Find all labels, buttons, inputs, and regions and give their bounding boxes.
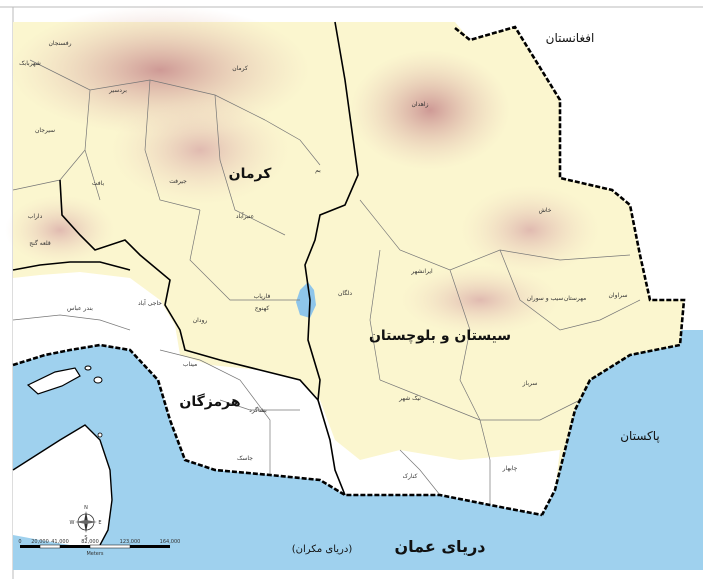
island-larak (84, 365, 92, 371)
border-fars-hormozgan (12, 261, 131, 271)
island-hormuz (93, 376, 103, 384)
city-khash: خاش (539, 207, 552, 214)
border-kerman-sistan (304, 21, 359, 496)
coastline-musandam (12, 424, 113, 546)
scale-tick-2: 41,000 (51, 539, 69, 545)
city-hajiabad: حاجی آباد (138, 298, 162, 307)
city-faryab: فاریاب (254, 293, 271, 300)
city-chabahar: چابهار (502, 465, 518, 472)
scale-tick-4: 123,000 (120, 539, 141, 545)
city-iranshahr: ایرانشهر (410, 268, 433, 275)
scale-tick-0: 0 (18, 539, 21, 545)
city-anbarabad: عنبرآباد (236, 211, 254, 220)
label-hormozgan-province: هرمزگان (179, 393, 240, 410)
label-kerman-province: کرمان (229, 166, 273, 182)
city-saravan: سراوان (609, 292, 628, 299)
city-labels: رفسنجان شهربابک بردسیر سیرجان بافت جیرفت… (19, 40, 627, 480)
city-kahnuj: کهنوج (255, 305, 270, 312)
scale-seg-2 (39, 544, 61, 549)
scale-tick-3: 82,000 (81, 539, 99, 545)
city-rudan: رودان (193, 317, 208, 324)
relief-sistan-north (350, 50, 510, 170)
city-baft: بافت (92, 180, 105, 187)
compass-rose: N S E W (70, 505, 102, 541)
lake-jazmurian (296, 282, 316, 318)
scale-seg-4 (89, 544, 131, 549)
city-nikshahr: نیک شهر (398, 395, 421, 402)
relief-kerman-center (110, 95, 290, 205)
label-pakistan: پاکستان (620, 429, 660, 443)
relief-sistan-south (400, 265, 560, 335)
scale-bar: 0 20,000 41,000 82,000 123,000 164,000 M… (18, 539, 180, 557)
label-sistan-province: سیستان و بلوچستان (369, 328, 511, 344)
land-coastal-belt (13, 272, 560, 515)
scale-unit: Meters (86, 551, 103, 557)
city-jiroft: جیرفت (169, 178, 187, 185)
city-jask: جاسک (237, 455, 253, 462)
city-qaleh-ganj: قلعه گنج (29, 239, 51, 247)
city-mehrestan: مهرستان (564, 295, 586, 302)
city-kerman: کرمان (232, 65, 248, 72)
label-sea-main: دریای عمان (395, 537, 486, 556)
island-qeshm (26, 367, 81, 395)
city-bandar-abbas: بندر عباس (67, 305, 93, 312)
city-bardsir: بردسیر (108, 87, 127, 94)
relief-sistan-east (460, 185, 600, 275)
city-shahrbabak: شهربابک (19, 60, 41, 67)
city-rafsanjan: رفسنجان (48, 40, 71, 47)
city-sirjan: سیرجان (35, 127, 55, 134)
compass-needle-h (75, 520, 97, 524)
scale-seg-5 (130, 545, 170, 548)
city-sarbaz: سرباز (522, 380, 538, 387)
city-delgan: دلگان (338, 289, 352, 297)
compass-s: S (84, 535, 87, 541)
province-borders (12, 21, 359, 496)
label-sea-sub: (دریای مکران) (292, 544, 353, 555)
city-konarak: کنارک (403, 472, 418, 480)
coastline (12, 343, 543, 517)
compass-e: E (98, 520, 101, 526)
county-borders (12, 59, 641, 505)
compass-n: N (84, 505, 88, 511)
scale-seg-3 (60, 545, 90, 548)
city-bam: بم (315, 167, 321, 174)
label-afghanistan: افغانستان (546, 31, 595, 45)
national-border (454, 25, 686, 516)
border-kerman-hormozgan (59, 179, 319, 401)
compass-w: W (70, 520, 75, 526)
city-minab: میناب (183, 361, 197, 368)
scale-seg-1 (20, 545, 40, 548)
island-small (97, 432, 103, 438)
scale-tick-5: 164,000 (160, 539, 181, 545)
city-zahedan: زاهدان (412, 101, 429, 108)
scale-tick-1: 20,000 (31, 539, 49, 545)
city-sib-suran: سیب و سوران (527, 295, 564, 302)
city-bashagard: بشاگرد (249, 406, 267, 414)
relief-west (5, 195, 115, 265)
city-darab: داراب (28, 213, 43, 220)
